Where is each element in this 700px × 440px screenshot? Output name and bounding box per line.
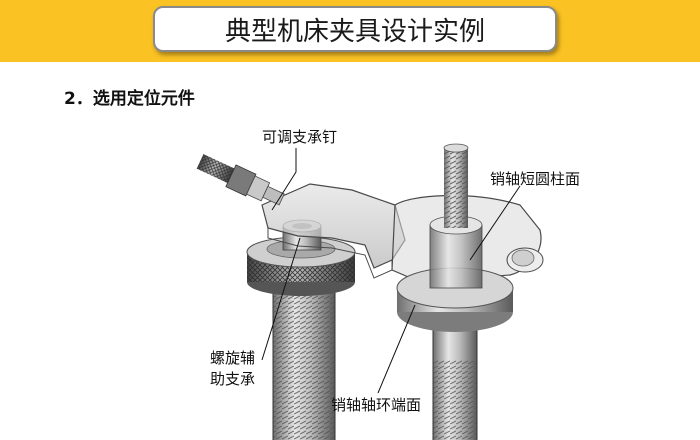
- callout-adjustable-support-pin: 可调支承钉: [262, 128, 338, 146]
- knurled-nut: [246, 236, 356, 296]
- pin-threaded-top: [443, 143, 469, 228]
- page-title: 典型机床夹具设计实例: [153, 6, 557, 52]
- callout-auxiliary-support-line2: 助支承: [210, 370, 256, 388]
- callout-pin-short-cylinder: 销轴短圆柱面: [490, 170, 581, 188]
- callout-pin-ring-end-face: 销轴轴环端面: [331, 396, 422, 414]
- pin-shaft-lower: [432, 318, 478, 440]
- leader-lines: [261, 148, 521, 394]
- callout-auxiliary-support-line1: 螺旋辅: [210, 349, 256, 367]
- leader-adjustable-pin: [271, 148, 297, 211]
- leader-ring-end-face: [377, 304, 416, 394]
- threaded-shank: [272, 268, 336, 440]
- adjusting-screw: [196, 154, 285, 206]
- callout-auxiliary-support: 螺旋辅 助支承: [210, 348, 255, 390]
- leader-short-cylinder: [469, 185, 521, 261]
- leader-aux-support: [261, 237, 301, 361]
- section-heading: 2．选用定位元件: [64, 89, 195, 109]
